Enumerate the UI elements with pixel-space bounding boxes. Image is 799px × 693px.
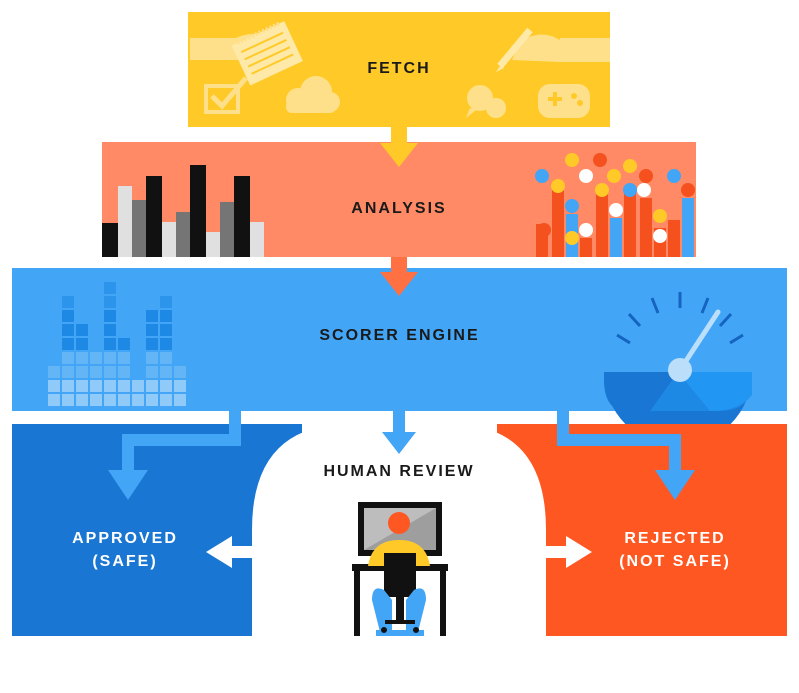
equalizer-cell — [104, 338, 116, 350]
equalizer-cell — [62, 324, 74, 336]
equalizer-cell — [174, 380, 186, 392]
equalizer-cell — [160, 324, 172, 336]
equalizer-cell — [118, 352, 130, 364]
equalizer-cell — [62, 310, 74, 322]
equalizer-cell — [160, 352, 172, 364]
equalizer-cell — [104, 394, 116, 406]
equalizer-cell — [62, 352, 74, 364]
bar-chart-icon — [102, 165, 264, 257]
equalizer-cell — [146, 366, 158, 378]
equalizer-cell — [104, 282, 116, 294]
equalizer-cell — [104, 296, 116, 308]
equalizer-cell — [62, 394, 74, 406]
equalizer-cell — [48, 394, 60, 406]
equalizer-cell — [104, 352, 116, 364]
equalizer-cell — [62, 380, 74, 392]
equalizer-cell — [160, 296, 172, 308]
equalizer-cell — [146, 324, 158, 336]
equalizer-cell — [104, 324, 116, 336]
fetch-label: FETCH — [367, 60, 431, 77]
equalizer-cell — [146, 352, 158, 364]
equalizer-cell — [174, 394, 186, 406]
equalizer-cell — [76, 324, 88, 336]
equalizer-cell — [160, 394, 172, 406]
equalizer-cell — [62, 296, 74, 308]
equalizer-cell — [48, 380, 60, 392]
cloud-icon — [286, 76, 340, 113]
equalizer-cell — [146, 338, 158, 350]
equalizer-cell — [104, 310, 116, 322]
equalizer-cell — [90, 394, 102, 406]
equalizer-cell — [146, 380, 158, 392]
equalizer-cell — [174, 366, 186, 378]
equalizer-cell — [118, 380, 130, 392]
equalizer-cell — [76, 380, 88, 392]
arrow-human-to-rejected — [546, 536, 592, 568]
equalizer-cell — [76, 352, 88, 364]
approved-sublabel: (SAFE) — [92, 553, 158, 570]
equalizer-cell — [76, 338, 88, 350]
chat-bubbles-icon — [466, 85, 506, 118]
arrow-scorer-to-approved — [108, 408, 241, 500]
rejected-label: REJECTED — [624, 530, 726, 547]
analysis-label: ANALYSIS — [351, 200, 447, 217]
human-review-label: HUMAN REVIEW — [323, 463, 475, 480]
equalizer-cell — [132, 380, 144, 392]
arrow-fetch-to-analysis — [380, 127, 418, 167]
equalizer-cell — [90, 366, 102, 378]
equalizer-cell — [118, 338, 130, 350]
gamepad-icon — [538, 84, 590, 118]
equalizer-cell — [104, 366, 116, 378]
equalizer-cell — [90, 380, 102, 392]
dot-bar-chart-icon — [535, 153, 695, 257]
equalizer-cell — [160, 310, 172, 322]
equalizer-cell — [76, 394, 88, 406]
equalizer-cell — [160, 338, 172, 350]
equalizer-cell — [118, 394, 130, 406]
equalizer-cell — [62, 366, 74, 378]
person-at-computer-icon — [352, 502, 448, 636]
arrow-human-to-approved — [206, 536, 252, 568]
equalizer-cell — [146, 310, 158, 322]
equalizer-cell — [118, 366, 130, 378]
arrow-scorer-to-rejected — [557, 408, 695, 500]
equalizer-cell — [146, 394, 158, 406]
scorer-engine-label: SCORER ENGINE — [319, 327, 480, 344]
equalizer-cell — [90, 352, 102, 364]
approved-label: APPROVED — [72, 530, 178, 547]
equalizer-cell — [62, 338, 74, 350]
equalizer-cell — [104, 380, 116, 392]
pixel-equalizer-icon — [48, 282, 186, 406]
equalizer-cell — [48, 366, 60, 378]
equalizer-cell — [160, 366, 172, 378]
arrow-scorer-human-bidirectional — [382, 372, 416, 454]
equalizer-cell — [160, 380, 172, 392]
hand-notepad-icon — [190, 21, 303, 86]
equalizer-cell — [76, 366, 88, 378]
equalizer-cell — [132, 394, 144, 406]
arrow-analysis-to-scorer — [380, 257, 418, 296]
hand-pencil-icon — [496, 27, 610, 72]
fetch-band — [188, 12, 610, 127]
checkbox-icon — [204, 76, 248, 114]
rejected-sublabel: (NOT SAFE) — [619, 553, 731, 570]
